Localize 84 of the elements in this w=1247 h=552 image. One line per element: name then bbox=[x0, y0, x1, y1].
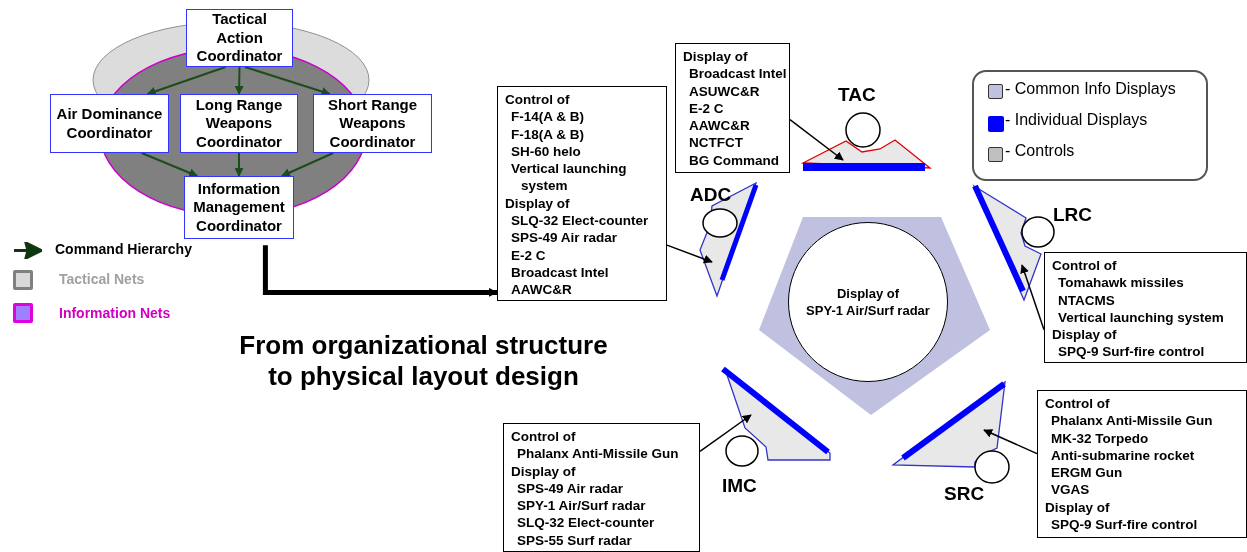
list-heading: Display of bbox=[1052, 326, 1118, 344]
list-item: F-14(A & B) bbox=[510, 108, 585, 126]
list-item: VGAS bbox=[1050, 481, 1091, 499]
list-heading: Control of bbox=[1045, 395, 1111, 413]
legend-label: - Controls bbox=[1005, 142, 1075, 160]
console-drawing bbox=[721, 366, 831, 467]
role-label: Information Management Coordinator bbox=[192, 179, 286, 236]
station-label: SRC bbox=[944, 483, 985, 505]
list-item: SH-60 helo bbox=[510, 142, 582, 161]
list-item: Broadcast Intel bbox=[688, 65, 786, 83]
list-item: ASUWC&R bbox=[688, 82, 761, 100]
display-label: Display of bbox=[836, 285, 900, 302]
edge-label: From organizational structure to physical layout design bbox=[238, 330, 609, 392]
role-box bbox=[313, 94, 432, 153]
list-item: Vertical launching system bbox=[1057, 308, 1225, 327]
role-label: Short Range Weapons Coordinator bbox=[326, 95, 419, 152]
list-item: SPQ-9 Surf-fire control bbox=[1057, 343, 1206, 361]
role-label: Long Range Weapons Coordinator bbox=[194, 95, 284, 152]
arrow bbox=[140, 152, 199, 178]
console-drawing bbox=[891, 380, 1010, 484]
pentagon-shape bbox=[759, 217, 991, 416]
arrow bbox=[699, 414, 752, 453]
role-box bbox=[184, 176, 294, 239]
arrow bbox=[146, 66, 227, 96]
list-item: SPS-49 Air radar bbox=[516, 479, 625, 498]
station-label: ADC bbox=[690, 184, 732, 206]
arrow bbox=[234, 66, 244, 95]
arrow bbox=[666, 244, 713, 264]
list-item: NCTFCT bbox=[688, 134, 744, 152]
list-item: SLQ-32 Elect-counter bbox=[510, 212, 650, 230]
arrow bbox=[1020, 264, 1045, 331]
role-box bbox=[186, 9, 293, 67]
role-label: Tactical Action Coordinator bbox=[195, 10, 284, 66]
info-box bbox=[675, 43, 790, 173]
list-heading: Display of bbox=[505, 194, 571, 213]
list-item: BG Command bbox=[688, 151, 780, 170]
info-box bbox=[497, 86, 667, 301]
legend-label: Command Hierarchy bbox=[55, 241, 192, 257]
arrow bbox=[789, 118, 844, 161]
flow-arrow bbox=[262, 245, 498, 297]
list-item: E-2 C bbox=[510, 246, 547, 264]
list-item: Broadcast Intel bbox=[510, 263, 610, 282]
station-label: TAC bbox=[838, 84, 876, 106]
list-item: NTACMS bbox=[1057, 291, 1116, 309]
list-item: SPS-55 Surf radar bbox=[516, 531, 633, 550]
list-item: Anti-submarine rocket bbox=[1050, 446, 1196, 465]
role-box bbox=[50, 94, 169, 153]
role-label: Air Dominance Coordinator bbox=[55, 105, 164, 142]
list-item: SLQ-32 Elect-counter bbox=[516, 514, 656, 532]
station-label: LRC bbox=[1053, 204, 1093, 226]
role-box bbox=[180, 94, 298, 153]
info-box bbox=[503, 423, 700, 552]
list-item: SPY-1 Air/Surf radar bbox=[516, 497, 647, 515]
list-heading: Control of bbox=[1052, 257, 1118, 275]
list-item: SPQ-9 Surf-fire control bbox=[1050, 516, 1199, 534]
list-item: MK-32 Torpedo bbox=[1050, 429, 1150, 447]
list-item: E-2 C bbox=[688, 99, 725, 118]
list-item: Phalanx Anti-Missile Gun bbox=[1050, 412, 1214, 430]
arrow bbox=[234, 152, 244, 177]
list-item: Vertical launching system bbox=[510, 160, 628, 195]
list-item: Phalanx Anti-Missile Gun bbox=[516, 445, 680, 463]
list-item: Tomahawk missiles bbox=[1057, 274, 1185, 292]
legend-label: - Individual Displays bbox=[1005, 111, 1148, 129]
legend-label: Information Nets bbox=[59, 305, 171, 321]
list-heading: Display of bbox=[511, 462, 577, 480]
list-item: F-18(A & B) bbox=[510, 125, 585, 143]
list-heading: Display of bbox=[683, 48, 749, 66]
list-heading: Display of bbox=[1045, 498, 1111, 517]
station-label: IMC bbox=[722, 475, 757, 497]
arrow bbox=[983, 429, 1038, 455]
legend-label: Tactical Nets bbox=[59, 271, 145, 287]
display-label: SPY-1 Air/Surf radar bbox=[806, 302, 930, 319]
list-item: AAWC&R bbox=[510, 281, 573, 299]
list-heading: Control of bbox=[505, 91, 571, 109]
list-item: AAWC&R bbox=[688, 117, 751, 135]
console-drawing bbox=[800, 112, 932, 171]
legend-label: - Common Info Displays bbox=[1005, 80, 1176, 98]
arrow bbox=[243, 66, 331, 96]
info-box bbox=[1037, 390, 1247, 538]
list-item: SPS-49 Air radar bbox=[510, 229, 619, 247]
list-heading: Control of bbox=[511, 428, 577, 446]
arrow bbox=[280, 152, 335, 177]
info-box bbox=[1044, 252, 1247, 363]
list-item: ERGM Gun bbox=[1050, 464, 1124, 482]
